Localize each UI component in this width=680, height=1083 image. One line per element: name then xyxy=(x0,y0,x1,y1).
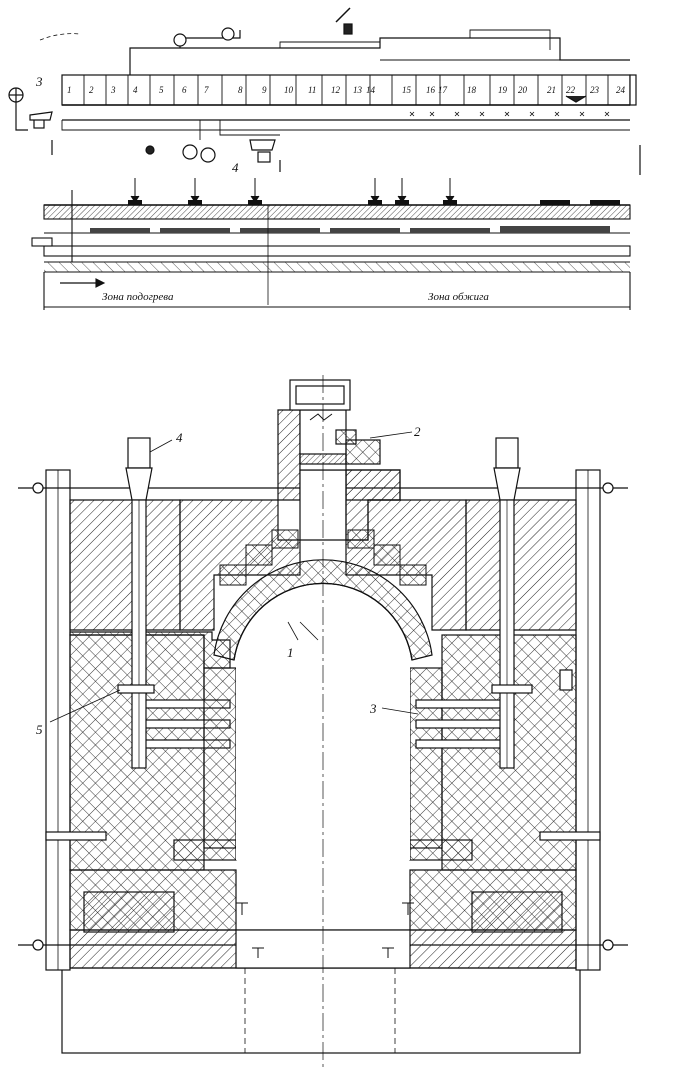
section-label: 2 xyxy=(89,85,94,95)
kiln-longitudinal-section xyxy=(31,178,631,310)
section-label: 21 xyxy=(547,85,556,95)
callout-3: 3 xyxy=(35,74,43,89)
zone-label-firing: Зона обжига xyxy=(428,291,489,303)
section-label: 23 xyxy=(590,85,600,95)
section-label: 20 xyxy=(518,85,528,95)
kiln-cross-section xyxy=(18,375,628,1070)
section-label: 4 xyxy=(133,85,138,95)
callout-1: 1 xyxy=(287,645,294,660)
section-label: 18 xyxy=(467,85,477,95)
kiln-cars xyxy=(90,226,610,233)
section-label: 22 xyxy=(566,85,576,95)
section-label: 5 xyxy=(159,85,164,95)
section-label: 3 xyxy=(110,85,116,95)
callout-3: 3 xyxy=(369,701,377,716)
section-label: 1 xyxy=(67,85,72,95)
section-label: 13 xyxy=(353,85,363,95)
kiln-plan-schematic xyxy=(8,7,641,175)
callout-2: 2 xyxy=(414,424,421,439)
zone-label-preheat: Зона подогрева xyxy=(102,291,174,303)
section-dividers xyxy=(83,75,609,105)
section-label: 7 xyxy=(204,85,209,95)
section-label: 17 xyxy=(438,85,448,95)
section-label: 6 xyxy=(182,85,187,95)
callout-5: 5 xyxy=(36,722,43,737)
section-label: 11 xyxy=(308,85,316,95)
section-label: 10 xyxy=(284,85,294,95)
section-label: 19 xyxy=(498,85,508,95)
section-label: 9 xyxy=(262,85,267,95)
kiln-plan-labels: 1 2 3 4 5 6 7 8 9 10 11 12 13 14 15 16 1… xyxy=(35,74,626,175)
section-label: 15 xyxy=(402,85,412,95)
section-label: 14 xyxy=(366,85,376,95)
zone-labels: Зона подогрева Зона обжига xyxy=(102,291,489,303)
section-label: 24 xyxy=(616,85,626,95)
section-label: 12 xyxy=(331,85,341,95)
callout-4: 4 xyxy=(176,430,183,445)
section-label: 8 xyxy=(238,85,243,95)
section-label: 16 xyxy=(426,85,436,95)
cross-section-callouts: 1 2 3 4 5 xyxy=(36,424,421,737)
burner-arrows xyxy=(130,178,455,203)
burner-marks xyxy=(409,111,610,117)
callout-4: 4 xyxy=(232,160,239,175)
